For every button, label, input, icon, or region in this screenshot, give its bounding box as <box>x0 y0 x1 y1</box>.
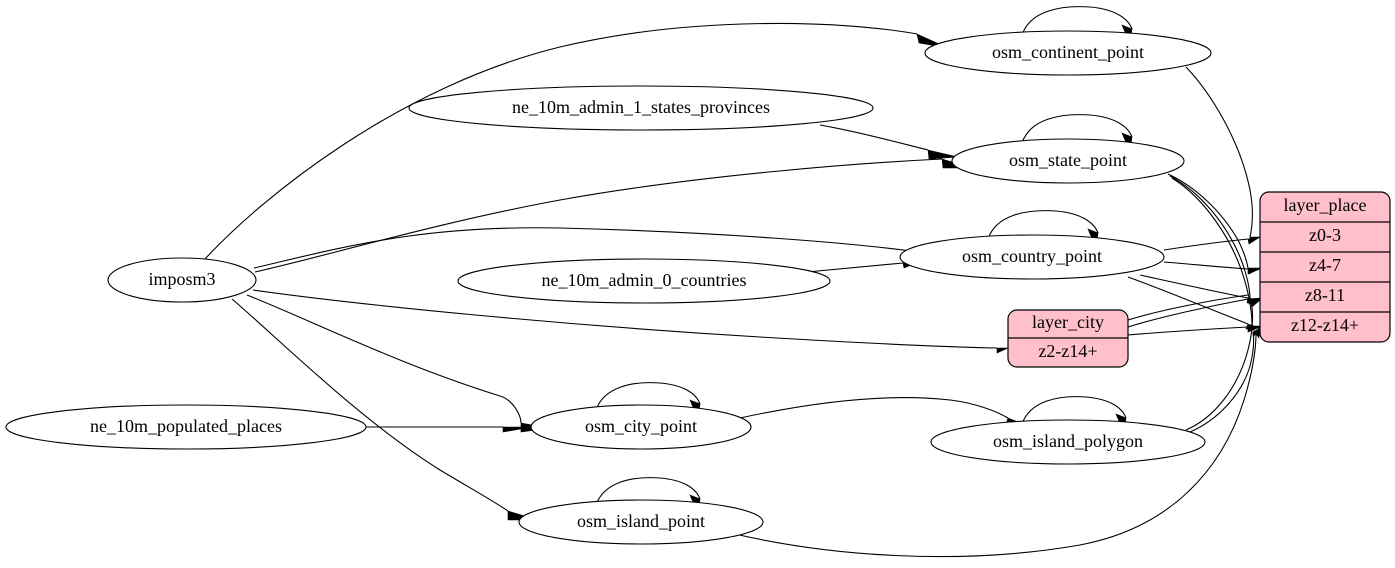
edge-ne_10m_admin_1_states_provinces-to-osm_state_point <box>819 124 959 160</box>
edge-layer_city-to-layer_place-z12-z14+ <box>1127 326 1261 336</box>
edge-imposm3-to-osm_continent_point <box>204 22 949 260</box>
node-osm_continent_point[interactable]: osm_continent_point <box>924 30 1212 76</box>
node-imposm3[interactable]: imposm3 <box>107 257 257 303</box>
node-label-osm_continent_point: osm_continent_point <box>992 42 1144 62</box>
node-osm_island_polygon[interactable]: osm_island_polygon <box>930 419 1206 465</box>
edge-ne_10m_populated_places-to-osm_city_point <box>366 426 533 433</box>
edge-osm_country_point-to-layer_place-z4-7 <box>1163 261 1261 275</box>
node-osm_state_point[interactable]: osm_state_point <box>951 138 1185 184</box>
edge-imposm3-to-osm_state_point <box>254 158 973 273</box>
edge-osm_country_point-to-layer_place-z8-11 <box>1139 274 1261 304</box>
node-label-osm_island_point: osm_island_point <box>577 511 705 531</box>
node-label-ne_10m_admin_0_countries: ne_10m_admin_0_countries <box>542 270 747 290</box>
node-layer_place[interactable]: layer_place z0-3 z4-7 z8-11 z12-z14+ <box>1259 191 1391 343</box>
node-ne_10m_populated_places[interactable]: ne_10m_populated_places <box>5 404 367 450</box>
edge-imposm3-to-layer_city <box>252 289 1009 354</box>
layer_place-row-z12-z14[interactable]: z12-z14+ <box>1291 315 1359 335</box>
edge-layer_city-to-layer_place-extra <box>1127 294 1249 321</box>
node-layer_city[interactable]: layer_city z2-z14+ <box>1007 309 1129 368</box>
edge-osm_state_point-to-layer_place-z4-7 <box>1167 173 1261 275</box>
layer_place-title: layer_place <box>1284 195 1367 215</box>
layer_place-box[interactable] <box>1259 191 1391 343</box>
node-osm_island_point[interactable]: osm_island_point <box>518 499 764 545</box>
layer_place-row-z4-7[interactable]: z4-7 <box>1309 255 1341 275</box>
node-label-osm_island_polygon: osm_island_polygon <box>993 431 1143 451</box>
node-label-osm_city_point: osm_city_point <box>585 416 697 436</box>
edge-osm_island_polygon-to-layer_place-z8-11 <box>1185 299 1261 431</box>
node-label-ne_10m_admin_1_states_provinces: ne_10m_admin_1_states_provinces <box>512 97 770 117</box>
node-osm_city_point[interactable]: osm_city_point <box>530 404 752 450</box>
node-osm_country_point[interactable]: osm_country_point <box>899 234 1165 280</box>
node-label-ne_10m_populated_places: ne_10m_populated_places <box>90 416 282 436</box>
edge-osm_island_polygon-to-layer_place-z12-z14+ <box>1189 327 1261 433</box>
layer_place-row-z0-3[interactable]: z0-3 <box>1309 225 1341 245</box>
edge-osm_country_point-to-layer_place-z0-3 <box>1163 236 1261 251</box>
edge-osm_state_point-to-layer_place-z12-z14+ <box>1171 177 1262 332</box>
node-label-osm_state_point: osm_state_point <box>1009 150 1127 170</box>
layer_city-title: layer_city <box>1032 312 1104 332</box>
node-label-osm_country_point: osm_country_point <box>962 246 1102 266</box>
edge-osm_continent_point-to-layer_place-z0-3 <box>1185 66 1261 243</box>
node-ne_10m_admin_1_states_provinces[interactable]: ne_10m_admin_1_states_provinces <box>408 85 874 131</box>
node-ne_10m_admin_0_countries[interactable]: ne_10m_admin_0_countries <box>457 258 831 304</box>
layer_place-row-z8-11[interactable]: z8-11 <box>1305 285 1345 305</box>
node-layer: imposm3 ne_10m_admin_1_states_provinces … <box>5 30 1391 545</box>
node-label-imposm3: imposm3 <box>148 269 215 289</box>
layer_city-row-z2-z14[interactable]: z2-z14+ <box>1038 341 1097 361</box>
